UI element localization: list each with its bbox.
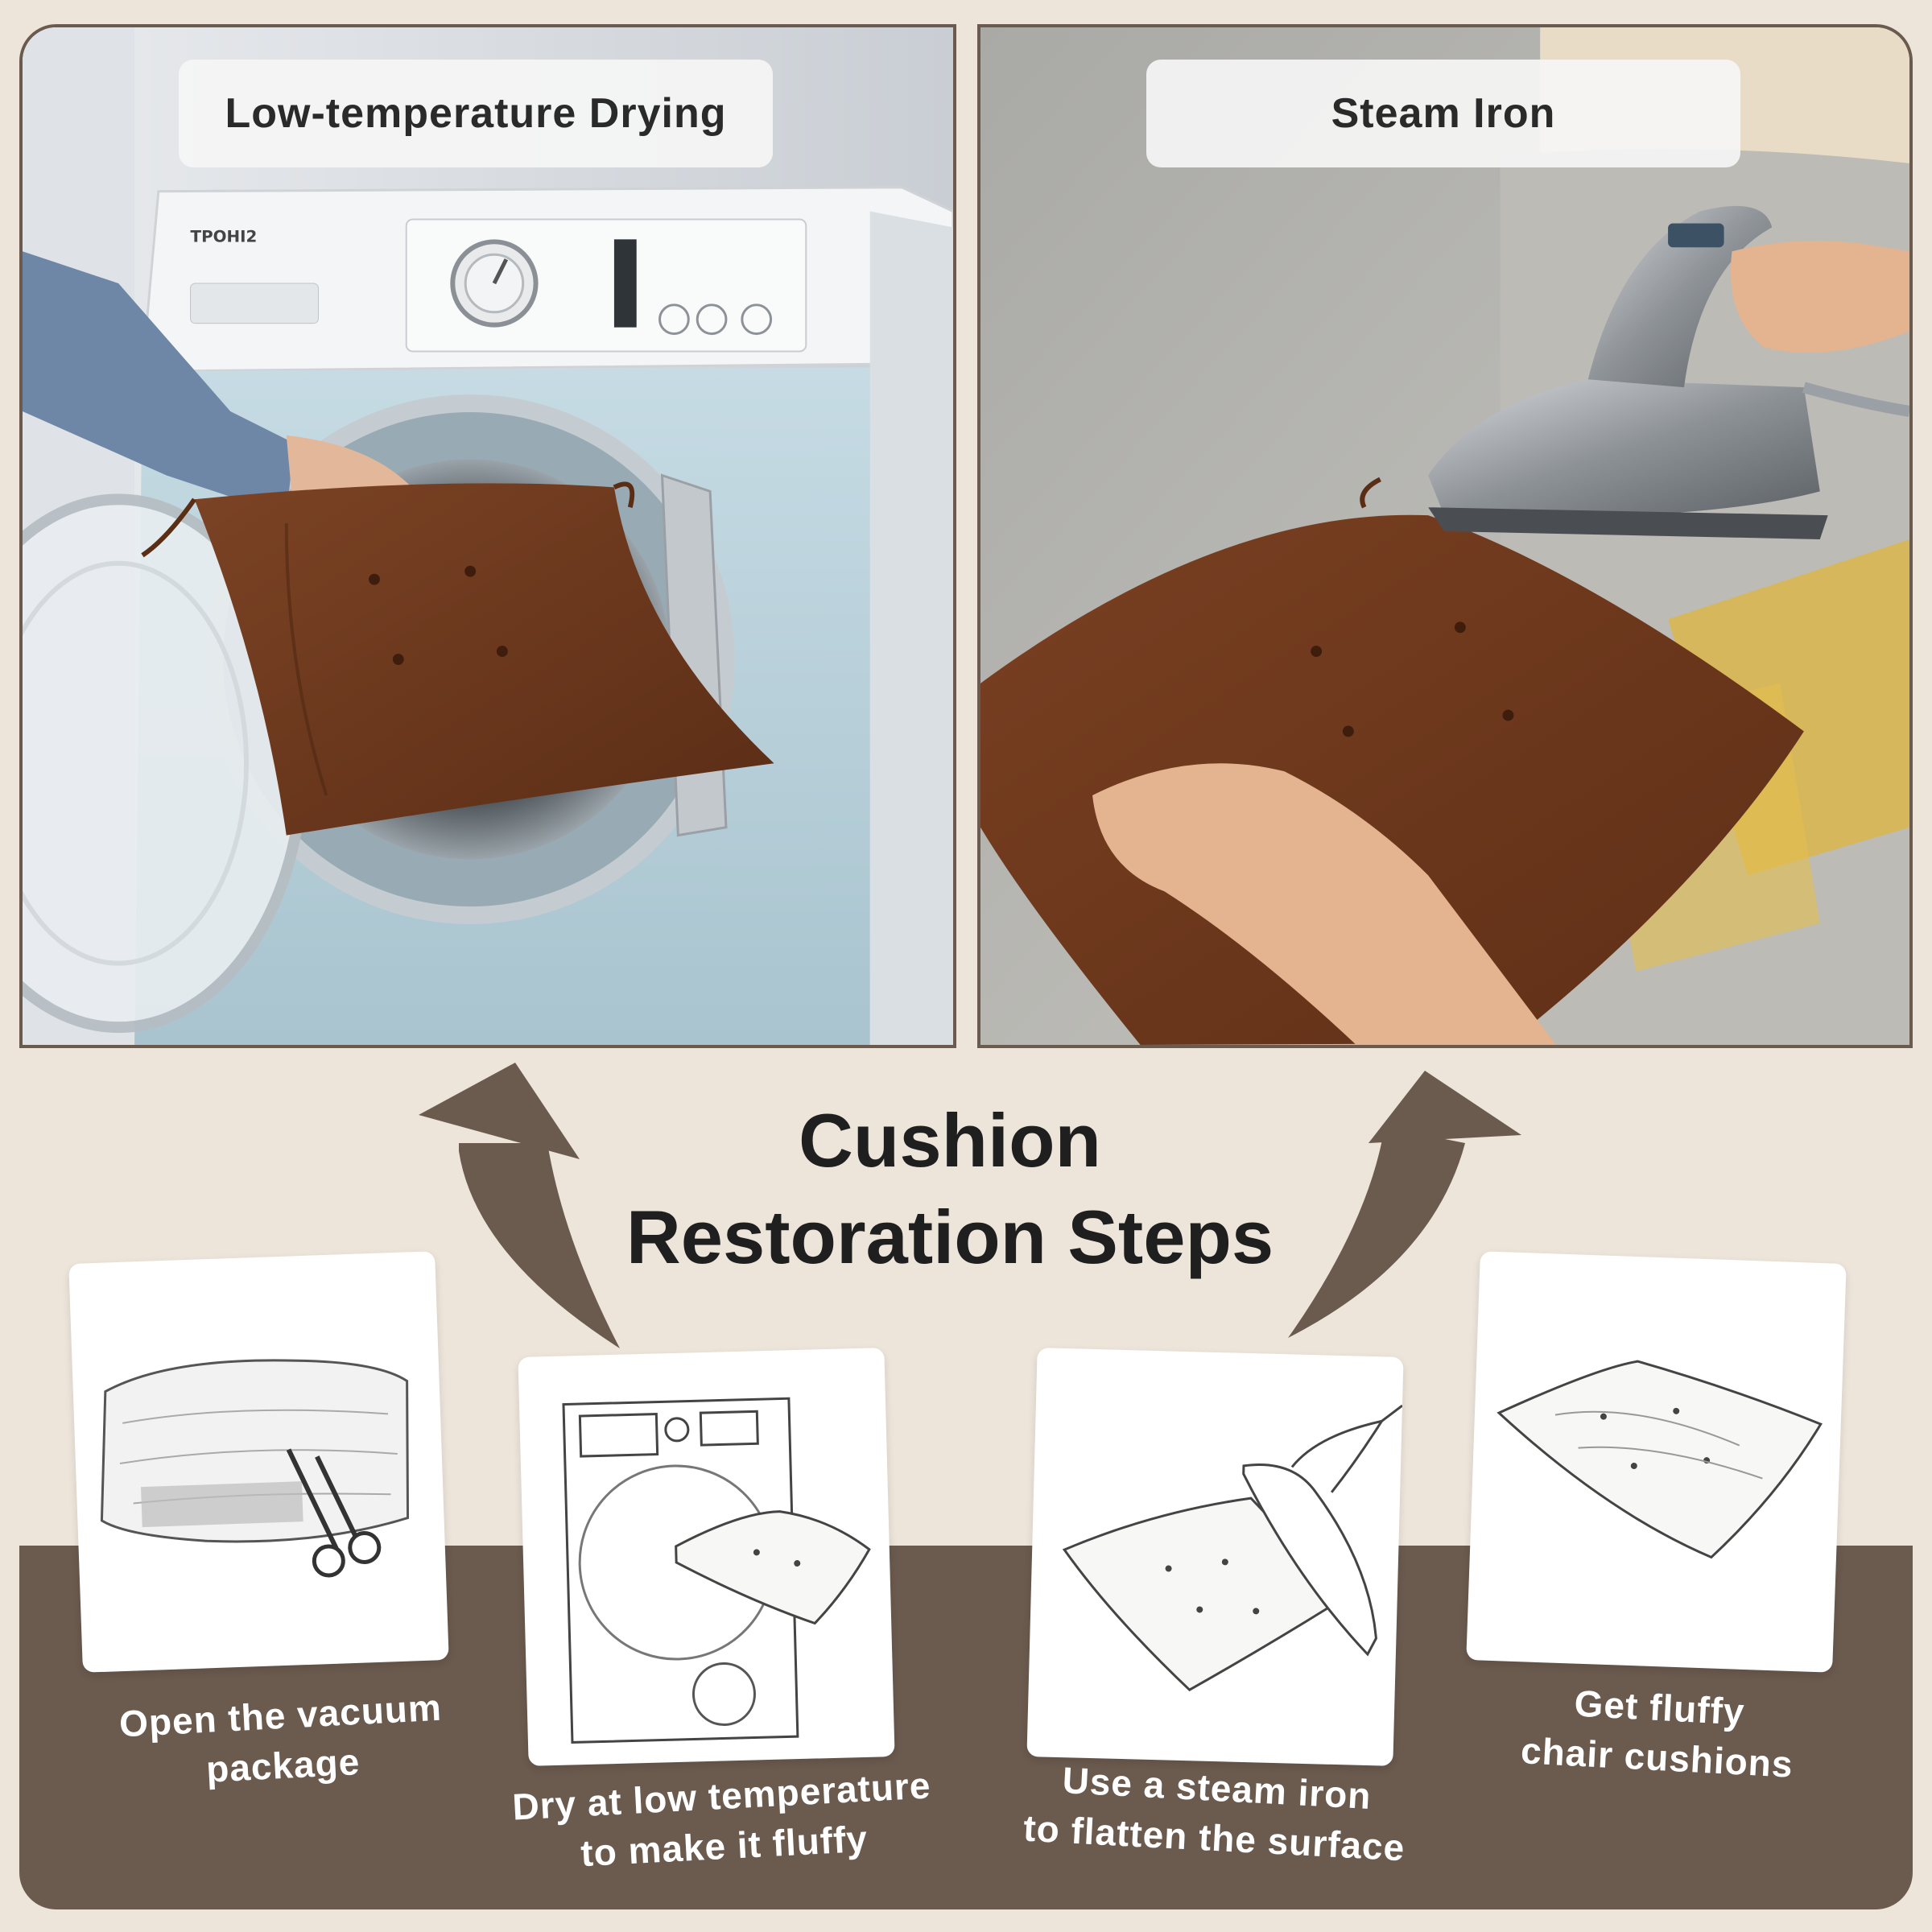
step-card-dry [518,1348,895,1766]
photo-label: Low-temperature Drying [179,60,773,167]
step-card-vacuum-package [68,1251,449,1673]
svg-text:TPOHI2: TPOHI2 [191,227,258,246]
step-caption-4: Get fluffy chair cushions [1463,1673,1854,1793]
right-arrow-head [1368,1071,1521,1143]
steam-iron-illustration [980,27,1909,1045]
page-title-line2: Restoration Steps [625,1195,1274,1279]
steam-iron-icon [1062,1404,1403,1692]
left-arrow-head [419,1063,580,1159]
page-title-line1: Cushion [799,1098,1101,1183]
fluffy-cushion-icon [1496,1360,1823,1559]
photo-label: Steam Iron [1146,60,1740,167]
photo-steam-iron: Steam Iron [977,24,1913,1048]
vacuum-bag-scissors-icon [100,1359,410,1578]
step-card-steam-iron [1026,1348,1404,1766]
photo-low-temperature-drying: TPOHI2 Low-temperature Drying [19,24,956,1048]
step-card-fluffy [1466,1251,1847,1673]
step-caption-1: Open the vacuum package [86,1681,477,1801]
washer-illustration: TPOHI2 [23,27,953,1045]
washer-dryer-icon [562,1397,871,1744]
